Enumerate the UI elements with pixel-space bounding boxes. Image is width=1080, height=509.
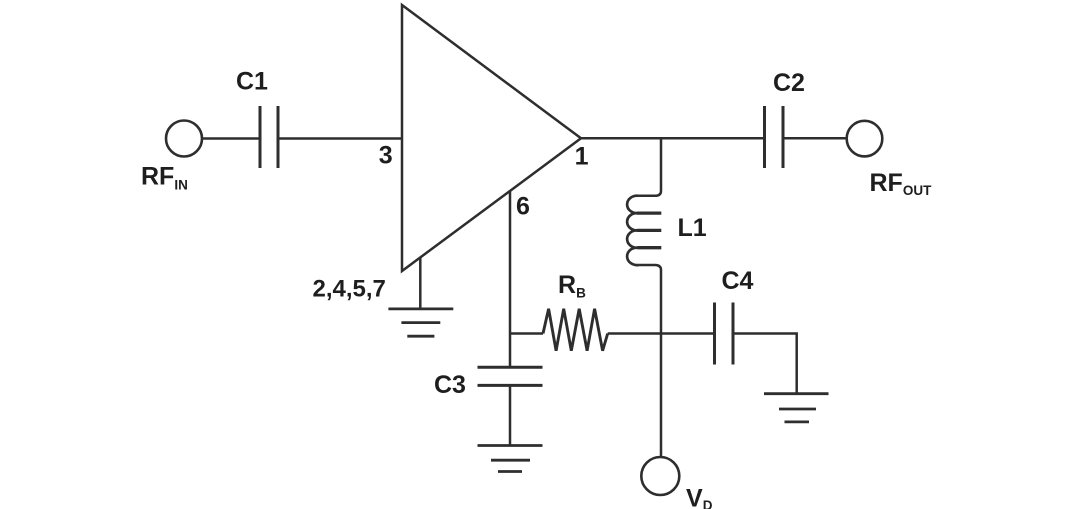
svg-text:RFIN: RFIN: [141, 163, 188, 193]
svg-text:C4: C4: [722, 267, 754, 295]
svg-text:3: 3: [379, 142, 393, 170]
svg-text:C1: C1: [236, 68, 268, 96]
svg-text:L1: L1: [678, 214, 707, 242]
svg-text:6: 6: [516, 193, 530, 221]
svg-text:C3: C3: [434, 371, 466, 399]
svg-text:C2: C2: [773, 69, 805, 97]
svg-text:2,4,5,7: 2,4,5,7: [313, 276, 386, 303]
svg-text:1: 1: [575, 143, 589, 171]
